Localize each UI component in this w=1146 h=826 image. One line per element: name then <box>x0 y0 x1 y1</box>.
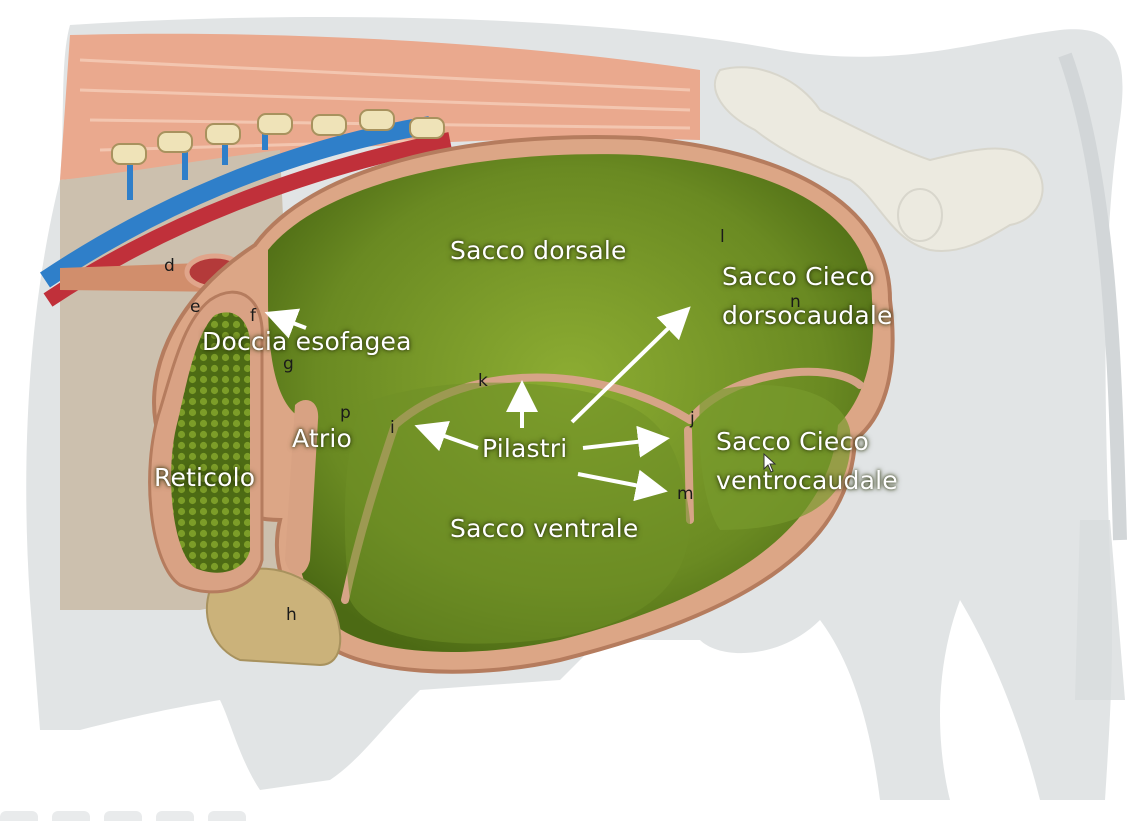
letter-n: n <box>790 292 801 312</box>
letter-p: p <box>340 403 351 423</box>
label-sacco-cieco-ventrocaudale-1: Sacco Cieco <box>716 427 869 456</box>
label-atrio: Atrio <box>292 424 352 453</box>
letter-f: f <box>250 306 256 326</box>
label-reticolo: Reticolo <box>154 463 256 492</box>
letter-m: m <box>677 484 694 504</box>
letter-k: k <box>478 371 488 391</box>
pelvis-bones <box>714 66 1044 252</box>
letter-j: j <box>690 409 695 429</box>
label-sacco-cieco-dorsocaudale-1: Sacco Cieco <box>722 262 875 291</box>
ventrocaudal-sac-shade <box>699 385 851 530</box>
letter-e: e <box>190 297 201 317</box>
letter-l: l <box>720 227 725 247</box>
vertebrae <box>111 109 445 165</box>
letter-h: h <box>286 605 297 625</box>
bottom-decoration <box>0 808 300 821</box>
label-sacco-ventrale: Sacco ventrale <box>450 514 639 543</box>
reticulum-honeycomb <box>171 312 251 573</box>
letter-i: i <box>390 418 395 438</box>
letter-d: d <box>164 256 175 276</box>
pillar-arrows <box>264 306 691 502</box>
label-doccia-esofagea: Doccia esofagea <box>202 327 412 356</box>
letter-g: g <box>283 354 294 374</box>
mouse-pointer-icon <box>763 453 777 473</box>
label-sacco-cieco-ventrocaudale-2: ventrocaudale <box>716 466 898 495</box>
label-sacco-cieco-dorsocaudale-2: dorsocaudale <box>722 301 893 330</box>
label-pilastri: Pilastri <box>482 434 568 463</box>
label-sacco-dorsale: Sacco dorsale <box>450 236 627 265</box>
atrium-fold <box>285 400 319 575</box>
